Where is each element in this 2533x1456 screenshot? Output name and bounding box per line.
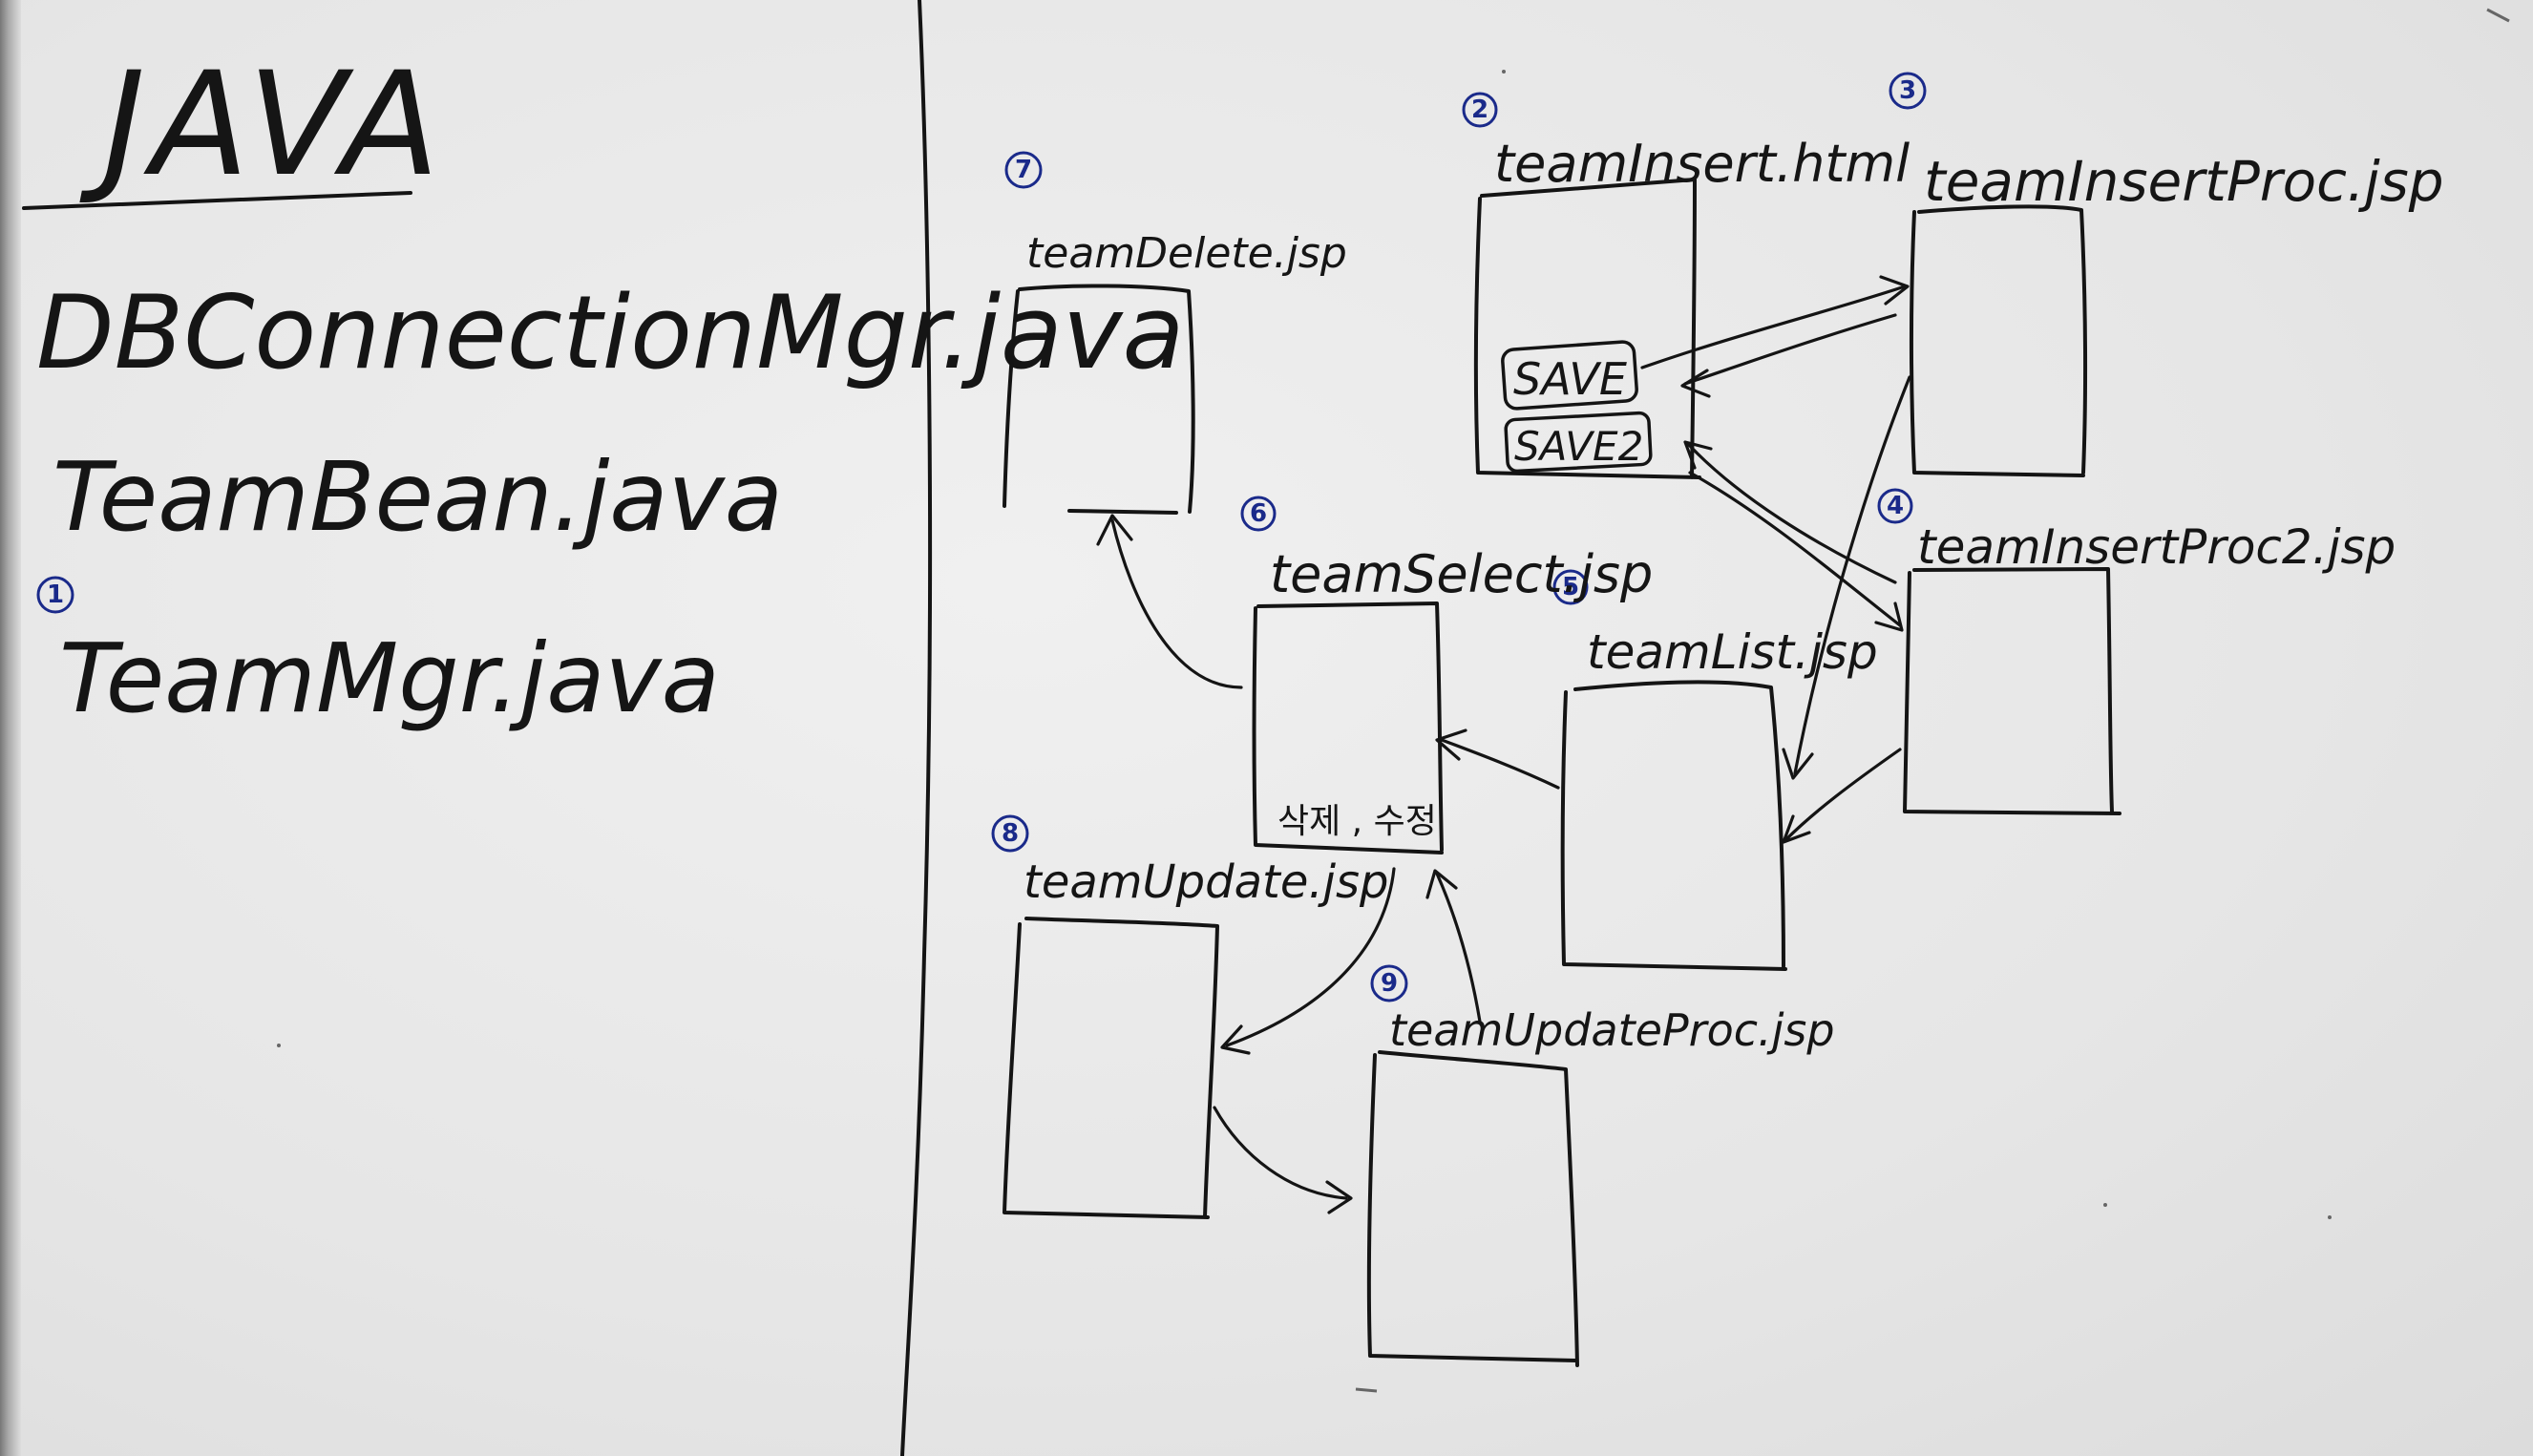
java-heading-underline [22, 191, 412, 210]
svg-text:1: 1 [47, 580, 64, 609]
svg-text:teamUpdateProc.jsp: teamUpdateProc.jsp [1389, 1004, 1835, 1056]
save2-button: SAVE2 [1504, 411, 1653, 474]
java-heading: JAVA [79, 42, 445, 208]
svg-text:teamSelect.jsp: teamSelect.jsp [1270, 544, 1653, 604]
file-dbconnectionmgr: DBConnectionMgr.java [36, 274, 1185, 391]
svg-text:6: 6 [1250, 499, 1267, 528]
number-badge-1: 1 [36, 576, 74, 614]
svg-text:7: 7 [1015, 156, 1032, 184]
divider-line [900, 0, 933, 1456]
page-team-delete: 7 teamDelete.jsp [1003, 151, 1347, 515]
whiteboard-frame-edge [0, 0, 21, 1456]
svg-text:teamInsert.html: teamInsert.html [1494, 134, 1910, 194]
page-team-list: 5 teamList.jsp [1552, 569, 1878, 971]
select-actions-label: 삭제 , 수정 [1277, 802, 1437, 841]
svg-text:8: 8 [1002, 819, 1019, 848]
svg-text:teamDelete.jsp: teamDelete.jsp [1026, 229, 1347, 278]
page-team-select: 6 teamSelect.jsp 삭제 , 수정 [1240, 496, 1653, 855]
save-button: SAVE [1501, 340, 1638, 411]
file-teambean: TeamBean.java [53, 441, 783, 553]
svg-text:teamInsertProc.jsp: teamInsertProc.jsp [1924, 149, 2444, 214]
svg-text:SAVE: SAVE [1513, 353, 1627, 405]
whiteboard-specks [277, 8, 2510, 1393]
svg-text:3: 3 [1899, 76, 1916, 105]
svg-text:4: 4 [1887, 492, 1904, 520]
file-teammgr: TeamMgr.java [59, 622, 720, 734]
page-team-insert-proc: 3 teamInsertProc.jsp [1889, 72, 2444, 477]
svg-text:5: 5 [1562, 573, 1579, 601]
svg-text:teamUpdate.jsp: teamUpdate.jsp [1024, 855, 1388, 909]
svg-text:9: 9 [1381, 969, 1398, 998]
arrows [1096, 275, 1911, 1214]
page-team-insert-proc2: 4 teamInsertProc2.jsp [1877, 488, 2396, 815]
svg-text:SAVE2: SAVE2 [1514, 423, 1643, 470]
page-team-update: 8 teamUpdate.jsp [991, 814, 1388, 1219]
page-team-update-proc: 9 teamUpdateProc.jsp [1366, 964, 1835, 1367]
svg-text:teamInsertProc2.jsp: teamInsertProc2.jsp [1917, 519, 2396, 575]
svg-text:teamList.jsp: teamList.jsp [1587, 624, 1878, 680]
svg-text:2: 2 [1471, 95, 1488, 124]
